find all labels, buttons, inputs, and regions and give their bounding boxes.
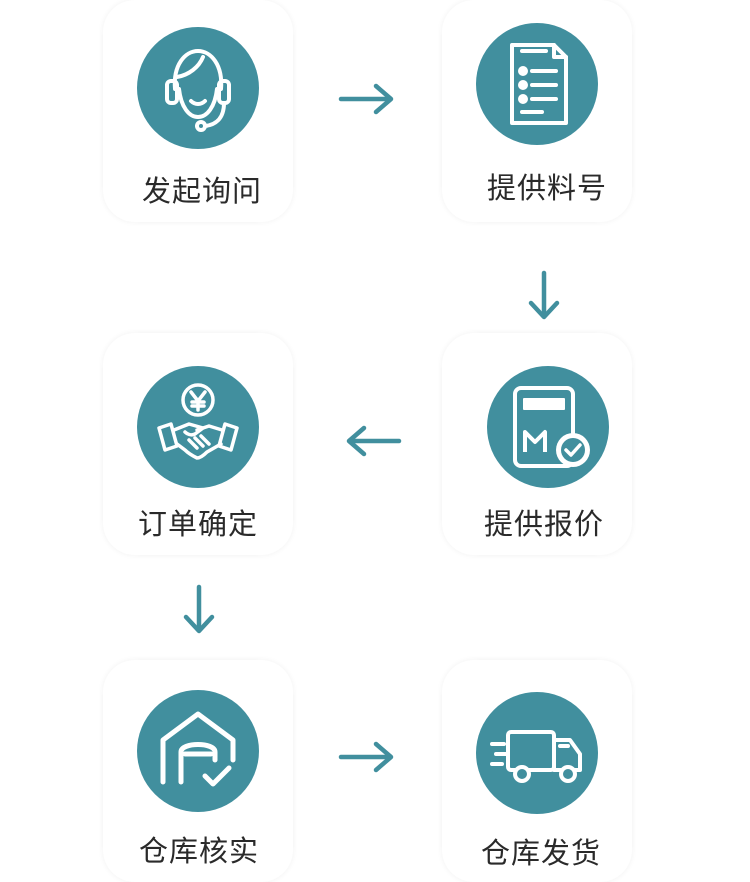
- step-label: 仓库核实: [139, 834, 260, 868]
- step-card-warehouse-verify: 仓库核实: [103, 660, 293, 882]
- arrow-left-icon: [344, 425, 402, 457]
- step-card-quotation: 提供报价: [442, 333, 632, 555]
- step-label: 订单确定: [138, 507, 259, 541]
- checklist-document-icon: [476, 23, 598, 145]
- handshake-yen-icon: [137, 366, 259, 488]
- step-label: 提供报价: [484, 507, 605, 541]
- quote-calculator-check-icon: [487, 366, 609, 488]
- step-card-inquiry: 发起询问: [103, 0, 293, 222]
- headset-agent-icon: [137, 27, 259, 149]
- delivery-truck-icon: [476, 692, 598, 814]
- step-card-part-number: 提供料号: [442, 0, 632, 222]
- step-card-order-confirm: 订单确定: [103, 333, 293, 555]
- arrow-right-icon: [338, 83, 396, 115]
- arrow-down-icon: [528, 270, 560, 322]
- warehouse-check-icon: [137, 690, 259, 812]
- arrow-right-icon: [338, 741, 396, 773]
- step-label: 仓库发货: [481, 836, 602, 870]
- step-label: 发起询问: [142, 174, 263, 208]
- arrow-down-icon: [183, 584, 215, 636]
- step-label: 提供料号: [487, 171, 608, 205]
- step-card-warehouse-ship: 仓库发货: [442, 660, 632, 882]
